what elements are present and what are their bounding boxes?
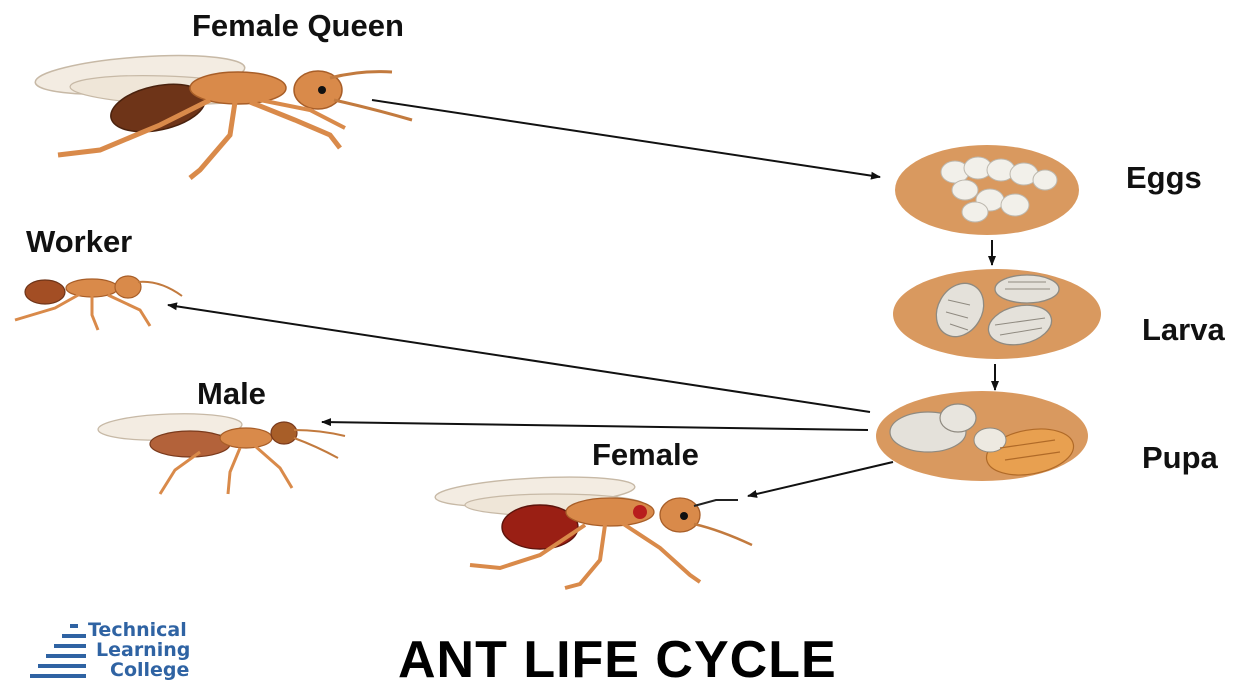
label-female: Female [592, 437, 699, 473]
female-ant-illustration [434, 473, 752, 588]
logo-text-line1: Technical [88, 620, 187, 641]
label-pupa: Pupa [1142, 440, 1218, 476]
arrow-pupa-to-female [748, 462, 893, 496]
label-male: Male [197, 376, 266, 412]
label-larva: Larva [1142, 312, 1225, 348]
worker-ant-illustration [15, 276, 182, 330]
male-ant-illustration [98, 411, 345, 494]
arrow-queen-to-eggs [372, 100, 880, 177]
label-eggs: Eggs [1126, 160, 1202, 196]
label-worker: Worker [26, 224, 132, 260]
female-queen-ant-illustration [34, 50, 412, 178]
technical-learning-college-logo-graphic [30, 624, 86, 678]
diagram-title: ANT LIFE CYCLE [398, 630, 837, 690]
logo-text-line2: Learning [96, 640, 190, 661]
arrow-pupa-to-worker [168, 305, 870, 412]
label-female-queen: Female Queen [192, 8, 404, 44]
eggs-dish-illustration [895, 145, 1079, 235]
pupa-dish-illustration [876, 391, 1088, 481]
larva-dish-illustration [893, 269, 1101, 359]
arrow-pupa-to-male [322, 422, 868, 430]
logo-text-line3: College [110, 660, 189, 681]
